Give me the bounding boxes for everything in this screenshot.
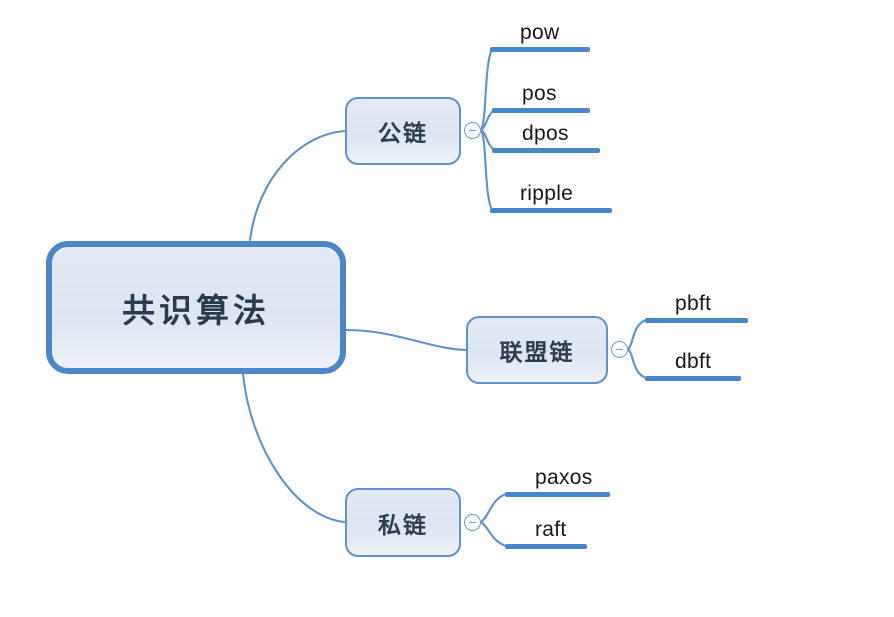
leaf-bar-paxos — [505, 492, 610, 497]
branch-node-consortium-chain[interactable]: 联盟链 — [466, 316, 608, 384]
leaf-node-dbft[interactable]: dbft — [645, 349, 741, 381]
leaf-label-raft: raft — [535, 518, 567, 541]
leaf-bar-pow — [490, 47, 590, 52]
leaf-label-dpos: dpos — [522, 122, 569, 145]
connector-consortium-to-pbft — [626, 318, 648, 351]
connector-public-to-pow — [479, 47, 494, 132]
leaf-label-pbft: pbft — [675, 292, 712, 315]
leaf-bar-dpos — [492, 148, 600, 153]
connector-consortium-to-dbft — [626, 347, 648, 380]
leaf-node-pbft[interactable]: pbft — [645, 291, 748, 323]
leaf-node-dpos[interactable]: dpos — [492, 121, 600, 153]
minus-glyph — [469, 521, 476, 524]
leaf-bar-pos — [492, 108, 590, 113]
connector-private-to-raft — [479, 520, 508, 548]
leaf-node-pos[interactable]: pos — [492, 81, 590, 113]
minus-glyph — [469, 129, 476, 132]
connector-root-to-consortium — [344, 328, 468, 352]
leaf-label-pow: pow — [520, 21, 560, 44]
minus-circle-icon-consortium-chain[interactable] — [611, 341, 628, 358]
connector-root-to-public — [248, 129, 347, 242]
leaf-node-raft[interactable]: raft — [505, 517, 587, 549]
leaf-label-ripple: ripple — [520, 182, 574, 205]
leaf-label-paxos: paxos — [535, 466, 593, 489]
leaf-node-paxos[interactable]: paxos — [505, 465, 610, 497]
root-node[interactable]: 共识算法 — [46, 241, 346, 374]
connector-root-to-private — [241, 371, 347, 524]
minus-circle-icon-public-chain[interactable] — [464, 122, 481, 139]
leaf-bar-dbft — [645, 376, 741, 381]
leaf-bar-ripple — [490, 208, 612, 213]
leaf-node-ripple[interactable]: ripple — [490, 181, 612, 213]
branch-node-private-chain[interactable]: 私链 — [345, 488, 461, 557]
leaf-node-pow[interactable]: pow — [490, 20, 590, 52]
leaf-label-dbft: dbft — [675, 350, 712, 373]
branch-node-public-chain[interactable]: 公链 — [345, 97, 461, 165]
connector-private-to-paxos — [479, 492, 508, 524]
leaf-label-pos: pos — [522, 82, 557, 105]
leaf-bar-pbft — [645, 318, 748, 323]
leaf-bar-raft — [505, 544, 587, 549]
minus-circle-icon-private-chain[interactable] — [464, 514, 481, 531]
minus-glyph — [616, 348, 623, 351]
